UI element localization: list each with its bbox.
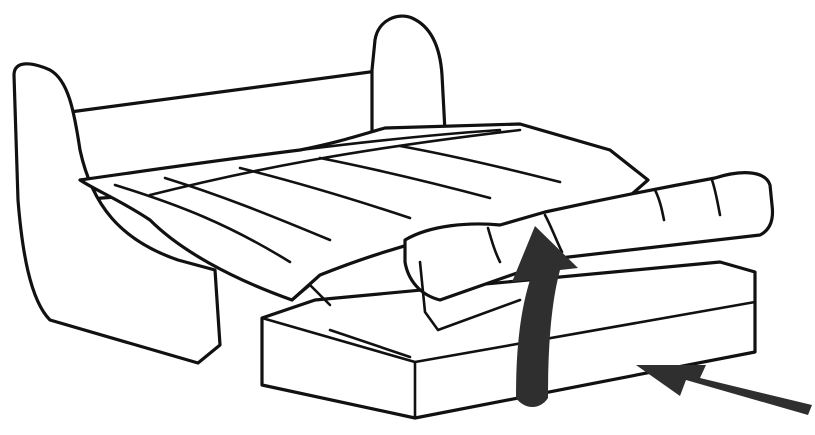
push-arrow: [636, 365, 812, 415]
drawer-box: [262, 262, 755, 418]
